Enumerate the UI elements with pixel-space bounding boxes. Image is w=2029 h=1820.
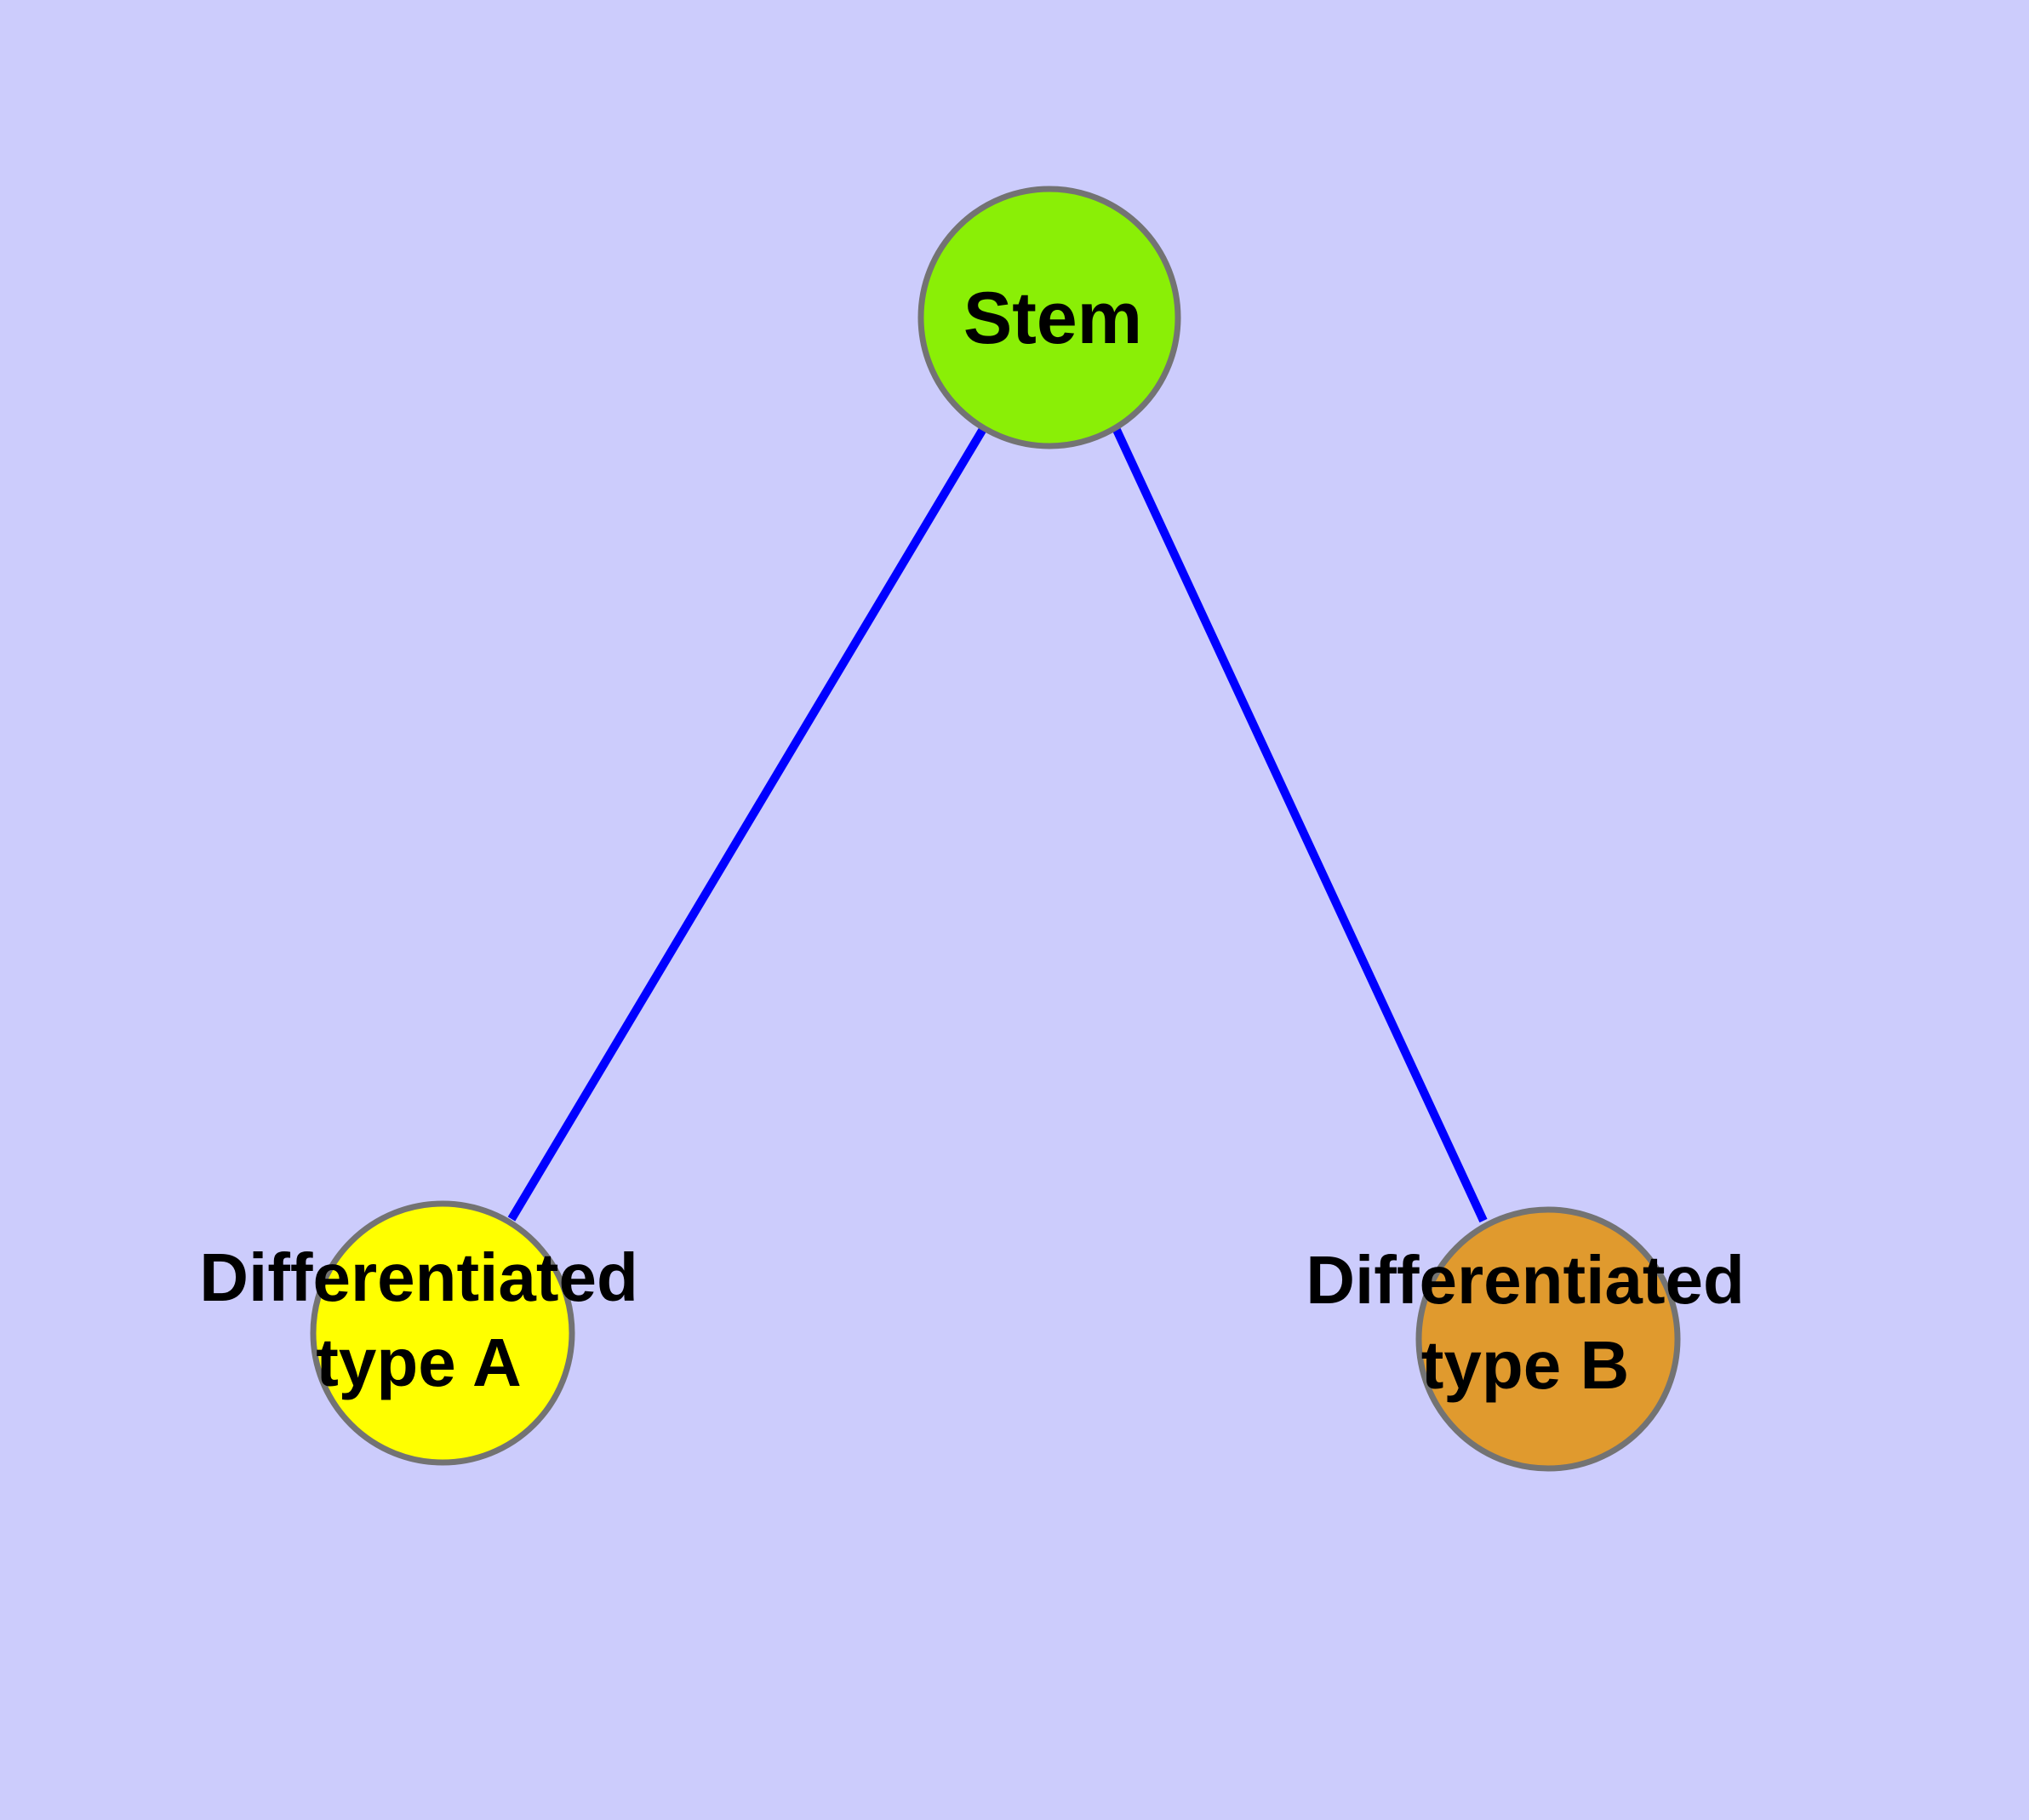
node-differentiated-type-a-label-line1: Differentiated xyxy=(199,1239,638,1315)
node-differentiated-type-b-label-line2: type B xyxy=(1421,1327,1630,1403)
node-differentiated-type-a-circle[interactable] xyxy=(310,1200,575,1466)
node-differentiated-type-b-label-line1: Differentiated xyxy=(1306,1242,1745,1318)
node-stem-circle[interactable] xyxy=(917,186,1181,449)
node-differentiated-type-a-label-line2: type A xyxy=(316,1325,522,1400)
edge-stem-to-differentiated-type-b xyxy=(1112,427,1488,1223)
node-stem-label: Stem xyxy=(963,278,1142,359)
node-differentiated-type-b-circle[interactable] xyxy=(1415,1206,1681,1472)
edge-stem-to-differentiated-type-a xyxy=(507,426,987,1222)
